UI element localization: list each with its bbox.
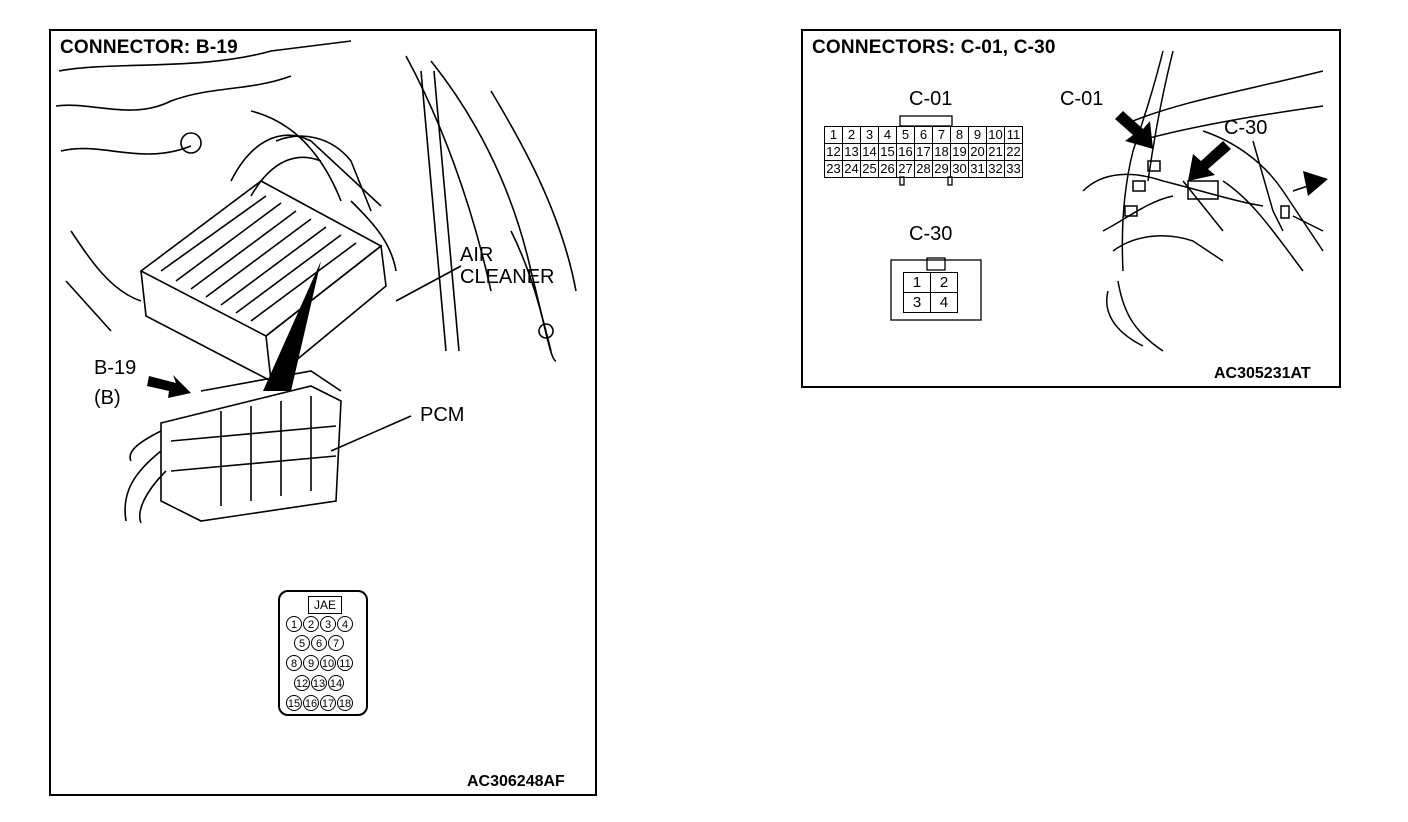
air-cleaner-label: AIR CLEANER	[460, 244, 555, 288]
pin: 4	[337, 616, 353, 632]
pin: 1	[286, 616, 302, 632]
pcm-label: PCM	[420, 404, 465, 426]
pin: 4	[930, 292, 958, 313]
pin: 31	[968, 160, 987, 178]
pin: 11	[337, 655, 353, 671]
pin: 10	[320, 655, 336, 671]
connector-sub-label: (B)	[94, 387, 121, 409]
pin: 16	[896, 143, 915, 161]
engine-bay-illustration	[55, 40, 577, 524]
connector-b19-panel: CONNECTOR: B-19	[49, 29, 597, 796]
pin: 19	[950, 143, 969, 161]
pin: 12	[294, 675, 310, 691]
c01-photo-label: C-01	[1060, 88, 1104, 110]
pin: 7	[328, 635, 344, 651]
pin: 18	[337, 695, 353, 711]
c01-diagram-label: C-01	[909, 88, 953, 110]
pin: 25	[860, 160, 879, 178]
pin: 8	[286, 655, 302, 671]
pin: 26	[878, 160, 897, 178]
figure-code: AC305231AT	[1214, 365, 1311, 382]
panel-title: CONNECTOR: B-19	[60, 37, 238, 58]
pin: 5	[294, 635, 310, 651]
pin: 29	[932, 160, 951, 178]
c30-diagram-label: C-30	[909, 223, 953, 245]
pin: 14	[328, 675, 344, 691]
jae-connector-face: JAE 1 2 3 4 5 6 7 8 9 10 11 12 13 14 15 …	[278, 590, 368, 716]
pin: 2	[303, 616, 319, 632]
pin: 24	[842, 160, 861, 178]
panel-title: CONNECTORS: C-01, C-30	[812, 37, 1056, 58]
pin: 15	[286, 695, 302, 711]
c30-photo-label: C-30	[1224, 117, 1268, 139]
connectors-c01-c30-panel: CONNECTORS: C-01, C-30 C-01 1 2 3 4 5 6 …	[801, 29, 1341, 388]
c01-pin-grid: 1 2 3 4 5 6 7 8 9 10 11 12 13 14 15 16 1…	[824, 126, 1023, 178]
pin: 6	[311, 635, 327, 651]
pin: 33	[1004, 160, 1023, 178]
pin: 30	[950, 160, 969, 178]
pin: 13	[311, 675, 327, 691]
connector-label: B-19	[94, 357, 137, 379]
pin: 23	[824, 160, 843, 178]
dashboard-harness-illustration	[1082, 50, 1328, 352]
c30-pin-grid: 1 2 3 4	[903, 272, 958, 313]
figure-code: AC306248AF	[467, 773, 565, 790]
pin: 3	[320, 616, 336, 632]
pin: 28	[914, 160, 933, 178]
pin: 17	[320, 695, 336, 711]
pin: 16	[303, 695, 319, 711]
jae-label: JAE	[308, 596, 342, 614]
pin: 32	[986, 160, 1005, 178]
pin: 10	[986, 126, 1005, 144]
pin: 9	[303, 655, 319, 671]
